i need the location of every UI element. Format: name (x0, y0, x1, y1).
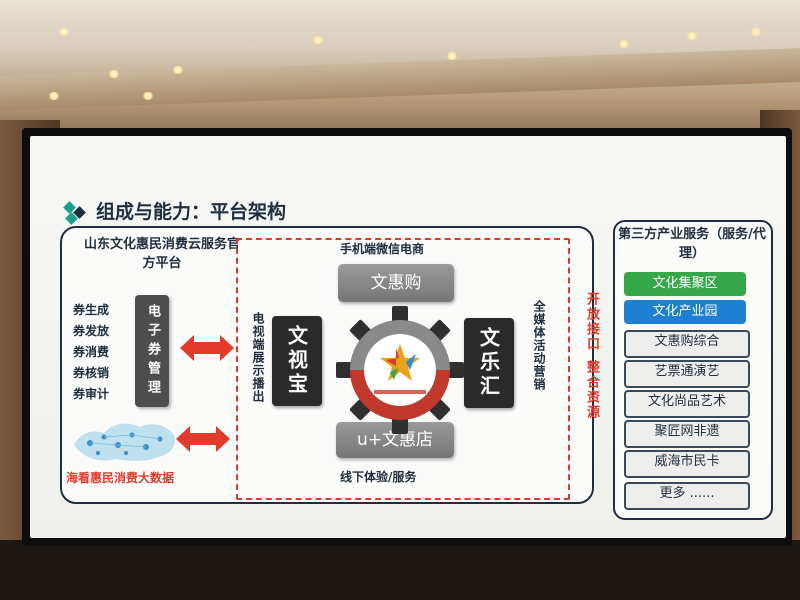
bigdata-label: 海看惠民消费大数据 (66, 471, 175, 485)
coupon-management-label: 电子券管理 (145, 303, 160, 399)
gear-logo-icon (336, 306, 464, 434)
wenlehui-box: 文乐汇 (464, 318, 514, 408)
open-interface-label: 开放接口 (584, 292, 599, 352)
list-item: 券审计 (73, 387, 110, 401)
service-item: 文惠购综合 (624, 330, 750, 358)
ceiling-light (446, 52, 458, 60)
service-item: 威海市民卡 (624, 450, 750, 478)
wenshibao-box: 文视宝 (272, 316, 322, 406)
list-item: 券发放 (73, 324, 110, 338)
integrate-resources-label: 整合资源 (584, 360, 599, 420)
diamond-logo-icon (63, 201, 86, 225)
ceiling-light (58, 28, 70, 36)
ceiling-light (108, 70, 120, 78)
double-arrow-icon (176, 426, 230, 452)
platform-header: 山东文化惠民消费云服务官方平台 (83, 237, 240, 271)
wenshibao-label: 文视宝 (284, 325, 309, 397)
third-party-header: 第三方产业服务（服务/代理） (618, 227, 766, 261)
ceiling-light (618, 40, 630, 48)
list-item: 券核销 (73, 366, 110, 380)
service-item: 更多 ...... (624, 482, 750, 510)
service-item: 文化产业园 (624, 300, 746, 324)
coupon-management-box: 电子券管理 (135, 295, 169, 407)
service-item: 文化尚品艺术 (624, 390, 750, 418)
offline-channel-label: 线下体验/服务 (340, 470, 417, 484)
wenlehui-label: 文乐汇 (476, 327, 501, 399)
coupon-function-list: 券生成 券发放 券消费 券核销 券审计 (73, 300, 109, 405)
ceiling-light (48, 92, 60, 100)
ceiling-light (142, 92, 154, 100)
service-item: 聚匠网非遗 (624, 420, 750, 448)
double-arrow-icon (180, 335, 234, 361)
list-item: 券生成 (73, 303, 110, 317)
mobile-channel-label: 手机端微信电商 (340, 242, 425, 256)
tv-channel-label: 电视端展示播出 (251, 312, 265, 403)
ceiling-light (686, 32, 698, 40)
wenhuigou-box: 文惠购 (338, 264, 454, 302)
floor (0, 540, 800, 600)
ceiling-light (312, 36, 324, 44)
service-item: 文化集聚区 (624, 272, 746, 296)
list-item: 券消费 (73, 345, 110, 359)
service-item: 艺票通演艺 (624, 360, 750, 388)
slide-title: 组成与能力：平台架构 (96, 201, 287, 223)
ceiling-light (750, 28, 762, 36)
data-map-image (74, 423, 176, 461)
ceiling-light (172, 66, 184, 74)
media-channel-label: 全媒体活动营销 (532, 300, 546, 391)
channel-dashed-region (236, 238, 570, 500)
